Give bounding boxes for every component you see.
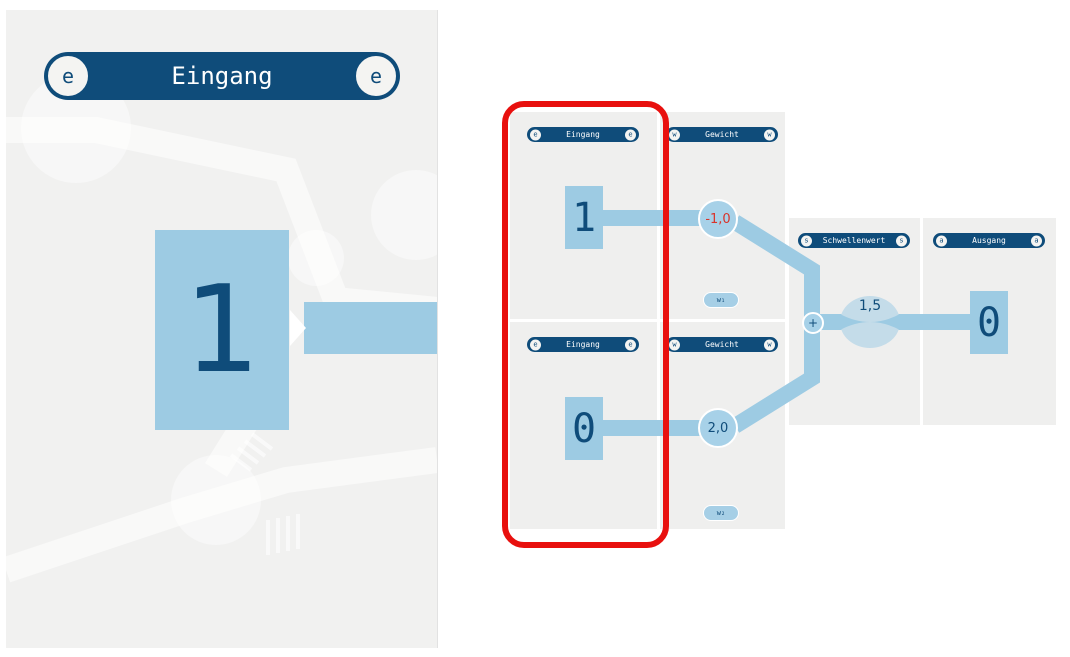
tile-title-bar: w Gewicht w bbox=[666, 127, 778, 142]
output-value: 0 bbox=[970, 291, 1008, 354]
connector-cap-right[interactable]: a bbox=[1030, 234, 1043, 247]
tile-title-bar: s Schwellenwert s bbox=[798, 233, 910, 248]
weight-1-badge: w₁ bbox=[703, 292, 739, 308]
connector-cap-right[interactable]: e bbox=[624, 128, 637, 141]
arrow-notch bbox=[290, 310, 306, 346]
tile-title-bar: w Gewicht w bbox=[666, 337, 778, 352]
sum-node[interactable]: + bbox=[802, 312, 824, 334]
tile-title: Gewicht bbox=[705, 130, 739, 139]
output-wire bbox=[304, 302, 437, 354]
tile-title: Gewicht bbox=[705, 340, 739, 349]
input-value-display[interactable]: 1 bbox=[155, 230, 289, 430]
tile-title-bar: e Eingang e bbox=[527, 337, 639, 352]
connector-cap-left[interactable]: e bbox=[529, 338, 542, 351]
connector-cap-left[interactable]: w bbox=[668, 338, 681, 351]
tile-title: Schwellenwert bbox=[822, 236, 886, 245]
weight-1-value[interactable]: -1,0 bbox=[698, 199, 738, 239]
connector-cap-left[interactable]: w bbox=[668, 128, 681, 141]
connector-cap-right[interactable]: e bbox=[354, 54, 398, 98]
card-title: Eingang bbox=[171, 62, 273, 90]
connector-cap-right[interactable]: e bbox=[624, 338, 637, 351]
card-title-bar: e Eingang e bbox=[44, 52, 400, 100]
card-background-pattern bbox=[6, 73, 437, 583]
tile-title-bar: a Ausgang a bbox=[933, 233, 1045, 248]
connector-cap-left[interactable]: s bbox=[800, 234, 813, 247]
connector-cap-right[interactable]: w bbox=[763, 128, 776, 141]
connector-cap-right[interactable]: w bbox=[763, 338, 776, 351]
selection-highlight bbox=[502, 101, 669, 548]
tile-title: Eingang bbox=[566, 130, 600, 139]
threshold-value[interactable]: 1,5 bbox=[858, 298, 882, 314]
input-2-value[interactable]: 0 bbox=[565, 397, 603, 460]
connector-cap-left[interactable]: e bbox=[46, 54, 90, 98]
weight-2-badge: w₂ bbox=[703, 505, 739, 521]
weight-2-value[interactable]: 2,0 bbox=[698, 408, 738, 448]
input-1-value[interactable]: 1 bbox=[565, 186, 603, 249]
input-card-large[interactable]: e Eingang e 1 bbox=[6, 10, 438, 648]
tile-title: Ausgang bbox=[972, 236, 1006, 245]
connector-cap-right[interactable]: s bbox=[895, 234, 908, 247]
tile-title-bar: e Eingang e bbox=[527, 127, 639, 142]
tile-title: Eingang bbox=[566, 340, 600, 349]
connector-cap-left[interactable]: e bbox=[529, 128, 542, 141]
connector-cap-left[interactable]: a bbox=[935, 234, 948, 247]
